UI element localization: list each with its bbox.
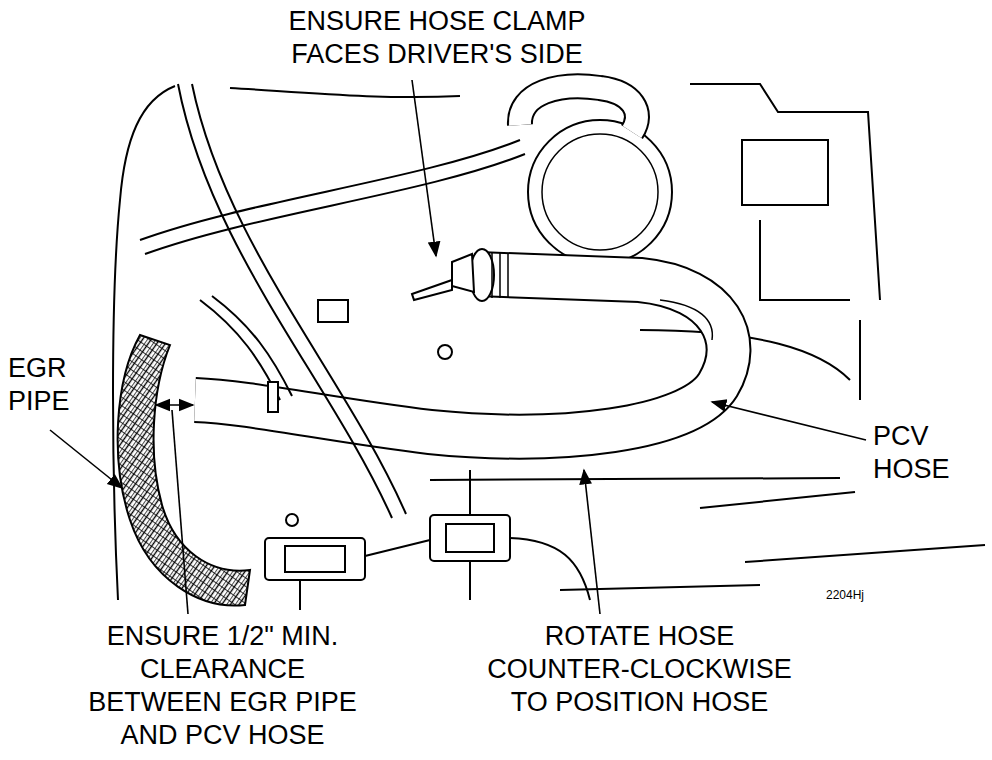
drawing-part <box>430 478 840 480</box>
drawing-part <box>265 538 365 580</box>
callout-label: ROTATE HOSE COUNTER-CLOCKWISE TO POSITIO… <box>477 620 802 719</box>
drawing-part <box>145 154 525 254</box>
callout-label: ENSURE 1/2" MIN. CLEARANCE BETWEEN EGR P… <box>80 620 365 752</box>
hose-clamp <box>412 254 474 300</box>
drawing-part <box>542 134 658 250</box>
drawing-part <box>745 545 985 562</box>
leader-lines <box>50 80 866 614</box>
drawing-part <box>268 382 278 412</box>
drawing-part <box>212 296 292 396</box>
drawing-part <box>285 546 345 572</box>
cable-tie <box>268 300 348 412</box>
drawing-part <box>510 538 590 600</box>
callout-label: EGR PIPE <box>8 352 93 418</box>
drawing-part <box>192 84 406 514</box>
drawing-part <box>584 470 600 614</box>
drawing-part <box>156 404 193 406</box>
drawing-part <box>299 580 301 610</box>
callout-label: ENSURE HOSE CLAMP FACES DRIVER'S SIDE <box>267 5 607 71</box>
drawing-part <box>452 254 474 292</box>
callout-label: PCV HOSE <box>873 420 983 486</box>
drawing-part <box>712 402 866 440</box>
drawing-part <box>230 88 460 97</box>
drawing-part <box>286 514 298 526</box>
drawing-part <box>438 345 452 359</box>
drawing-part <box>690 84 880 300</box>
drawing-part <box>859 320 861 400</box>
engine-outline <box>113 84 985 600</box>
drawing-part <box>520 86 637 132</box>
connectors <box>265 515 590 610</box>
wire-harness <box>140 84 525 518</box>
drawing-part <box>660 300 712 340</box>
bolt <box>286 345 452 526</box>
drawing-part <box>195 274 728 437</box>
drawing-part <box>172 410 188 614</box>
drawing-part <box>412 80 436 256</box>
drawing-part <box>412 280 452 300</box>
drawing-part <box>520 86 637 132</box>
drawing-part <box>760 220 850 300</box>
drawing-part <box>528 120 672 264</box>
drawing-part <box>492 252 508 298</box>
drawing-part <box>140 140 520 240</box>
drawing-part <box>50 430 122 488</box>
pcv-hose <box>195 249 728 437</box>
figure-number: 2204Hj <box>826 588 896 603</box>
drawing-part <box>365 540 430 556</box>
drawing-part <box>560 585 760 590</box>
drawing-part <box>318 300 348 322</box>
drawing-part <box>742 140 828 205</box>
drawing-part <box>446 524 494 552</box>
drawing-part <box>195 274 728 437</box>
drawing-part <box>430 515 510 561</box>
throttle-body <box>520 86 672 264</box>
drawing-part <box>700 492 855 508</box>
